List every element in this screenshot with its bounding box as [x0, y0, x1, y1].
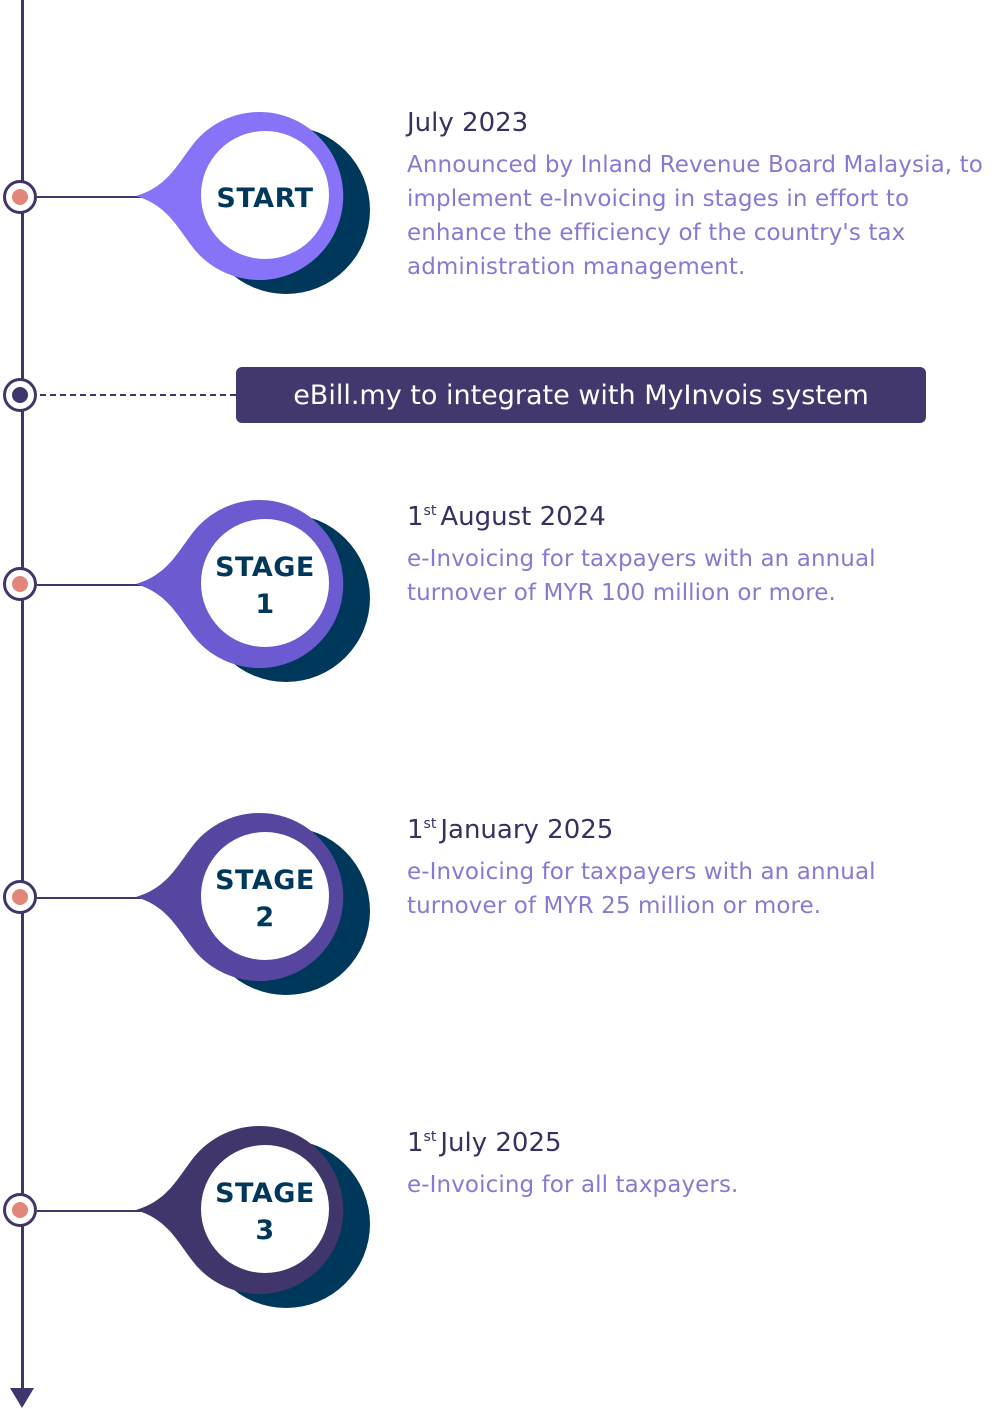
badge-text: STAGE — [215, 865, 315, 896]
timeline-dot-icon — [3, 180, 37, 214]
milestone-date: July 2023 — [407, 108, 529, 138]
connector-line — [37, 584, 147, 586]
badge-label: STAGE 1 — [198, 519, 332, 653]
badge-label: START — [198, 131, 332, 265]
start-badge: START — [136, 97, 376, 297]
badge-label: STAGE 2 — [198, 832, 332, 966]
connector-line — [37, 1210, 147, 1212]
badge-text: START — [216, 182, 314, 214]
connector-line — [37, 897, 147, 899]
milestone-entry: July 2023 Announced by Inland Revenue Bo… — [407, 106, 992, 284]
integration-banner: eBill.my to integrate with MyInvois syst… — [236, 367, 926, 423]
connector-line — [37, 196, 147, 198]
badge-number: 3 — [255, 1215, 275, 1246]
badge-text: STAGE — [215, 1178, 315, 1209]
milestone-description: e-Invoicing for all taxpayers. — [407, 1172, 739, 1198]
dashed-connector — [40, 394, 236, 396]
stage-3-badge: STAGE 3 — [136, 1111, 376, 1311]
badge-number: 1 — [255, 589, 275, 620]
timeline-dot-icon — [3, 378, 37, 412]
stage-1-badge: STAGE 1 — [136, 485, 376, 685]
stage-2-badge: STAGE 2 — [136, 798, 376, 998]
milestone-description: Announced by Inland Revenue Board Malays… — [407, 152, 983, 280]
timeline-dot-icon — [3, 880, 37, 914]
timeline-dot-icon — [3, 567, 37, 601]
milestone-description: e-Invoicing for taxpayers with an annual… — [407, 859, 876, 919]
badge-text: STAGE — [215, 552, 315, 583]
timeline-line — [21, 0, 24, 1392]
milestone-description: e-Invoicing for taxpayers with an annual… — [407, 546, 876, 606]
badge-number: 2 — [255, 902, 275, 933]
arrow-down-icon — [10, 1388, 34, 1408]
timeline-dot-icon — [3, 1193, 37, 1227]
badge-label: STAGE 3 — [198, 1145, 332, 1279]
